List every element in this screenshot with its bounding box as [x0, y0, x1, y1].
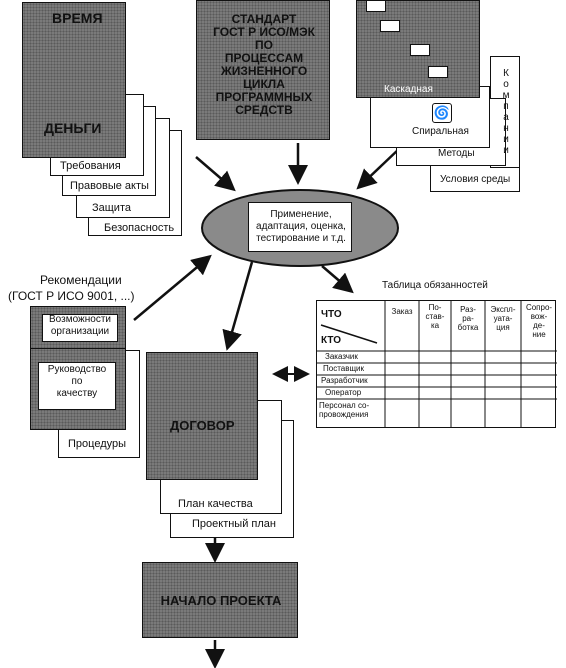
table-grid — [317, 301, 557, 427]
row-developer: Разработчик — [321, 376, 368, 385]
quality-plan-label: План качества — [178, 498, 253, 510]
methods-label: Методы — [438, 148, 475, 159]
time-label: ВРЕМЯ — [52, 10, 103, 26]
time-money-sheet — [22, 2, 126, 158]
corner-what: ЧТО — [321, 309, 342, 320]
contract-sheet — [146, 352, 258, 480]
row-operator: Оператор — [325, 388, 362, 397]
application-text: Применение, адаптация, оценка, тестирова… — [256, 209, 346, 244]
spiral-label: Спиральная — [412, 126, 469, 137]
safety-label: Безопасность — [104, 222, 175, 234]
arrow-oval-to-table — [321, 265, 354, 294]
arrow-models-to-oval — [356, 147, 401, 190]
col-maintenance: Сопро- вож- де- ние — [525, 303, 553, 339]
cascade-sheet — [356, 0, 480, 98]
col-order: Заказ — [391, 307, 413, 316]
spiral-icon: 🌀 — [432, 103, 452, 123]
project-plan-label: Проектный план — [192, 518, 276, 530]
procedures-label: Процедуры — [68, 438, 127, 450]
contract-title: ДОГОВОР — [170, 418, 235, 433]
arrow-oval-to-contract — [222, 261, 254, 351]
row-supplier: Поставщик — [323, 364, 365, 373]
arrow-recommendations-to-oval — [133, 254, 212, 321]
col-operation: Экспл- уата- ция — [490, 305, 516, 332]
col-supply: По- став- ка — [425, 303, 445, 330]
protection-label: Защита — [92, 202, 131, 214]
legal-acts-label: Правовые акты — [70, 180, 149, 192]
row-maintenance-staff: Персонал со- провождения — [319, 401, 370, 419]
conditions-label: Условия среды — [440, 174, 511, 185]
corner-who: КТО — [321, 335, 341, 346]
col-development: Раз- ра- ботка — [457, 305, 479, 332]
table-caption: Таблица обязанностей — [382, 280, 488, 291]
money-label: ДЕНЬГИ — [44, 120, 102, 136]
start-project-title: НАЧАЛО ПРОЕКТА — [160, 593, 282, 608]
row-customer: Заказчик — [325, 352, 358, 361]
responsibility-table: ЧТО КТО Заказ По- став- ка Раз- ра- ботк… — [316, 300, 557, 428]
standard-text: СТАНДАРТ ГОСТ Р ИСО/МЭК ПО ПРОЦЕССАМ ЖИЗ… — [213, 12, 315, 117]
start-project-box: НАЧАЛО ПРОЕКТА — [142, 562, 298, 638]
cascade-label: Каскадная — [384, 84, 433, 95]
recommendations-title: Рекомендации — [40, 273, 122, 287]
standard-box: СТАНДАРТ ГОСТ Р ИСО/МЭК ПО ПРОЦЕССАМ ЖИЗ… — [196, 0, 330, 140]
requirements-label: Требования — [60, 160, 121, 172]
recommendations-subtitle: (ГОСТ Р ИСО 9001, ...) — [8, 289, 135, 303]
arrow-time-money-to-oval — [195, 156, 236, 192]
application-box: Применение, адаптация, оценка, тестирова… — [248, 202, 352, 252]
